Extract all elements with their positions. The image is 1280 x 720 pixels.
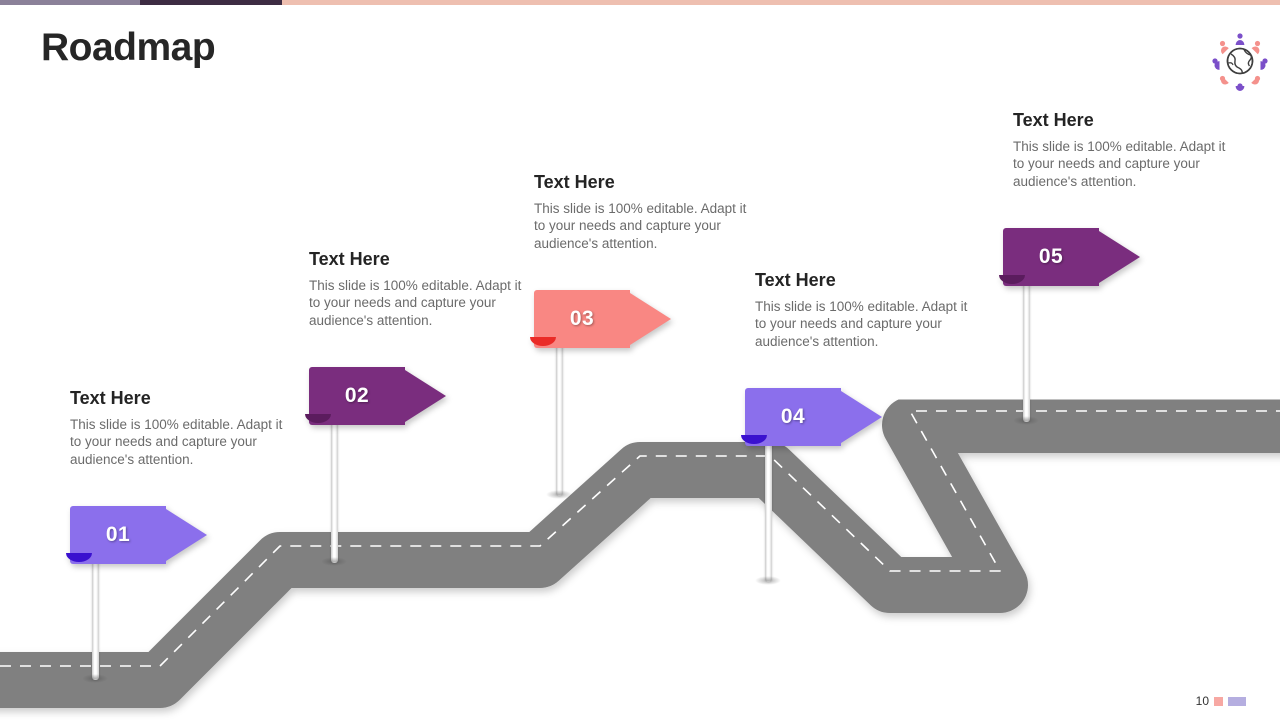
page-number-group: 10: [1196, 694, 1246, 708]
milestone-01-text: Text Here This slide is 100% editable. A…: [70, 388, 285, 469]
milestone-05-flag-fold: [999, 275, 1025, 284]
milestone-01-number: 01: [105, 523, 131, 546]
person-icon-s: [1235, 83, 1245, 91]
milestone-01-flag-fold: [66, 553, 92, 562]
milestone-04-number: 04: [780, 405, 806, 428]
milestone-02-flag[interactable]: 02: [305, 367, 446, 425]
top-bar-segment-left: [0, 0, 140, 5]
milestone-02-pole-base: [321, 557, 347, 566]
milestone-04-pole: [765, 412, 772, 582]
milestone-05-pole-base: [1013, 416, 1039, 425]
milestone-05-heading: Text Here: [1013, 110, 1094, 130]
milestone-01-heading: Text Here: [70, 388, 151, 408]
person-icon-nw: [1219, 40, 1229, 55]
milestone-03-heading: Text Here: [534, 172, 615, 192]
milestone-01-flag[interactable]: 01: [66, 506, 207, 564]
person-icon-w: [1212, 58, 1220, 70]
milestone-03-pole-base: [546, 490, 572, 499]
page-title: Roadmap: [41, 26, 216, 69]
person-icon-n: [1235, 33, 1245, 45]
milestone-02-body: This slide is 100% editable. Adapt it to…: [309, 277, 522, 329]
milestone-01-pole-base: [82, 674, 108, 683]
milestone-05-number: 05: [1038, 245, 1064, 268]
milestone-03-flag[interactable]: 03: [530, 290, 671, 348]
milestone-02-heading: Text Here: [309, 249, 390, 269]
milestone-04-pole-base: [755, 576, 781, 585]
milestone-01-pole: [92, 530, 99, 680]
globe-people-logo: [1206, 27, 1274, 95]
milestone-05-body: This slide is 100% editable. Adapt it to…: [1013, 138, 1226, 190]
milestone-03-pole: [556, 314, 563, 496]
milestone-04-flag-fold: [741, 435, 767, 444]
person-icon-sw: [1219, 75, 1229, 85]
footer-swatch-purple: [1228, 696, 1246, 706]
person-icon-e: [1260, 58, 1268, 70]
milestone-03-body: This slide is 100% editable. Adapt it to…: [534, 200, 747, 252]
milestone-02-number: 02: [344, 384, 370, 407]
milestone-02-pole: [331, 391, 338, 563]
milestone-04-body: This slide is 100% editable. Adapt it to…: [755, 298, 968, 350]
milestone-05-text: Text Here This slide is 100% editable. A…: [1013, 110, 1228, 191]
milestone-04-text: Text Here This slide is 100% editable. A…: [755, 270, 970, 351]
globe-people-logo-svg: [1212, 33, 1268, 91]
milestone-04-heading: Text Here: [755, 270, 836, 290]
person-icon-ne: [1251, 40, 1261, 55]
page-number: 10: [1195, 694, 1209, 708]
footer-swatch-salmon: [1214, 696, 1223, 706]
milestone-03-number: 03: [569, 307, 595, 330]
milestone-05-flag[interactable]: 05: [999, 228, 1140, 286]
milestone-02-text: Text Here This slide is 100% editable. A…: [309, 249, 524, 330]
top-bar-segment-middle: [140, 0, 282, 5]
milestone-03-text: Text Here This slide is 100% editable. A…: [534, 172, 749, 253]
top-accent-bar: [0, 0, 1280, 5]
milestone-02-flag-fold: [305, 414, 331, 423]
top-bar-segment-right: [282, 0, 1280, 5]
milestone-01-body: This slide is 100% editable. Adapt it to…: [70, 416, 283, 468]
milestone-03-flag-fold: [530, 337, 556, 346]
milestone-05-pole: [1023, 252, 1030, 422]
person-icon-se: [1251, 75, 1261, 85]
milestone-04-flag[interactable]: 04: [741, 388, 882, 446]
